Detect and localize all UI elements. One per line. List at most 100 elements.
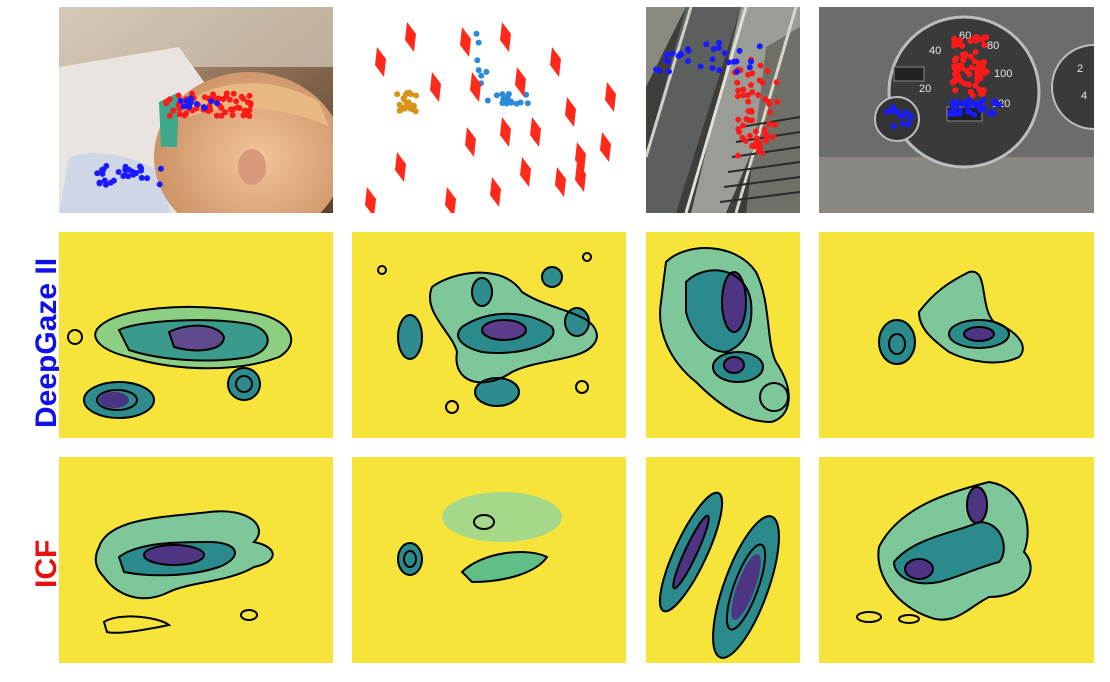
fixation-dot xyxy=(100,166,107,173)
fixation-dot xyxy=(474,57,481,64)
fixation-dot xyxy=(734,93,741,100)
red-arrow-shape xyxy=(395,152,406,182)
fixation-dot xyxy=(968,53,974,60)
fixation-dot xyxy=(974,77,981,84)
stimulus-image-dashboard: 20 40 60 80 100 120 2 4 xyxy=(819,7,1094,213)
fixation-dot xyxy=(177,97,184,104)
fixation-dot xyxy=(966,109,973,116)
fixation-dot xyxy=(200,104,207,111)
fixation-dot xyxy=(884,108,890,115)
fixation-dot xyxy=(977,107,984,113)
fixation-dot xyxy=(166,96,173,103)
fixation-dot xyxy=(755,148,762,155)
fixation-dot xyxy=(167,112,173,119)
fixation-dot xyxy=(753,140,760,147)
fixation-dot xyxy=(957,78,964,85)
fixation-dot xyxy=(735,87,742,94)
fixation-dot xyxy=(980,97,987,104)
fixation-dot xyxy=(968,64,975,71)
fixation-dot xyxy=(774,98,781,105)
fixation-dot xyxy=(115,169,122,175)
red-arrow-shape xyxy=(430,72,441,102)
fixation-dot xyxy=(524,100,531,107)
fixation-dot xyxy=(213,112,220,119)
fixation-dot xyxy=(905,121,912,128)
fixation-dot xyxy=(684,58,691,64)
fixation-dot xyxy=(764,68,771,74)
fixation-dot xyxy=(666,68,672,75)
fixation-dot xyxy=(246,92,253,99)
fixation-dot xyxy=(899,120,906,127)
fixation-dot xyxy=(653,66,659,73)
icf-map-3 xyxy=(646,457,800,663)
fixation-dot xyxy=(899,113,906,120)
fixation-dot xyxy=(721,49,728,56)
fixation-dot xyxy=(752,128,759,135)
red-arrow-shape xyxy=(550,47,561,77)
fixation-dot xyxy=(766,120,773,127)
fixation-dot xyxy=(746,132,753,139)
fixation-dot xyxy=(397,107,404,114)
red-arrow-shape xyxy=(470,72,481,102)
fixation-dot xyxy=(958,62,965,69)
fixation-dot xyxy=(747,82,754,88)
fixation-dot xyxy=(186,103,193,110)
fixation-dot xyxy=(956,110,963,117)
deepgaze-map-2 xyxy=(352,232,626,438)
red-arrow-shape xyxy=(490,177,501,207)
fixation-dot xyxy=(180,103,187,110)
fixation-dot xyxy=(122,163,129,170)
fixation-dot xyxy=(951,77,958,84)
fixation-dot xyxy=(214,100,221,107)
fixation-dot xyxy=(961,51,968,58)
stimulus-image-arrows xyxy=(352,7,626,213)
red-arrow-shape xyxy=(575,162,586,192)
red-arrow-shape xyxy=(520,157,531,187)
fixation-dot xyxy=(163,100,170,107)
dial-label-100: 100 xyxy=(994,68,1012,80)
deepgaze-map-3 xyxy=(646,232,800,438)
fixation-dot xyxy=(484,97,491,104)
fixation-dot xyxy=(144,175,151,182)
fixation-dot xyxy=(412,108,419,115)
fixation-dot xyxy=(138,167,144,174)
deepgaze-map-1 xyxy=(59,232,333,438)
fixation-dot xyxy=(218,112,225,119)
fixation-dot xyxy=(210,91,216,98)
dial-label-80: 80 xyxy=(987,40,999,52)
fixation-dot xyxy=(734,79,741,86)
fixation-dot xyxy=(403,100,410,107)
fixation-dot xyxy=(973,34,980,41)
fixation-dot xyxy=(240,112,247,119)
fixation-dot xyxy=(233,98,240,105)
fixation-dot xyxy=(715,44,722,51)
fixation-dot xyxy=(981,42,988,49)
fixation-dot xyxy=(101,177,108,184)
fixation-dot xyxy=(665,58,672,65)
fixation-dot xyxy=(735,152,742,159)
fixation-dot xyxy=(523,91,530,98)
fixation-dot xyxy=(475,39,482,46)
fixation-dot xyxy=(499,91,506,98)
fixation-dot xyxy=(675,53,682,59)
icf-map-2 xyxy=(352,457,626,663)
fixation-dot xyxy=(507,98,514,105)
fixation-dot xyxy=(223,93,230,100)
fixation-dot xyxy=(952,87,959,94)
fixation-dot xyxy=(972,82,979,89)
fixation-dot xyxy=(740,92,747,99)
red-arrow-shape xyxy=(375,47,386,77)
fixation-dot xyxy=(771,121,778,128)
fixation-dot xyxy=(949,107,956,114)
red-arrow-shape xyxy=(575,142,586,172)
fixation-dot xyxy=(413,92,420,99)
fixation-dot xyxy=(740,86,747,93)
fixation-dot xyxy=(394,91,401,98)
fixation-dot xyxy=(710,46,717,52)
fixation-dot xyxy=(735,126,742,133)
fixation-dot xyxy=(954,101,961,108)
fixation-dot xyxy=(230,106,237,113)
fixation-dot xyxy=(745,117,752,124)
fixation-dot xyxy=(755,92,762,98)
fixation-dot xyxy=(240,95,247,102)
